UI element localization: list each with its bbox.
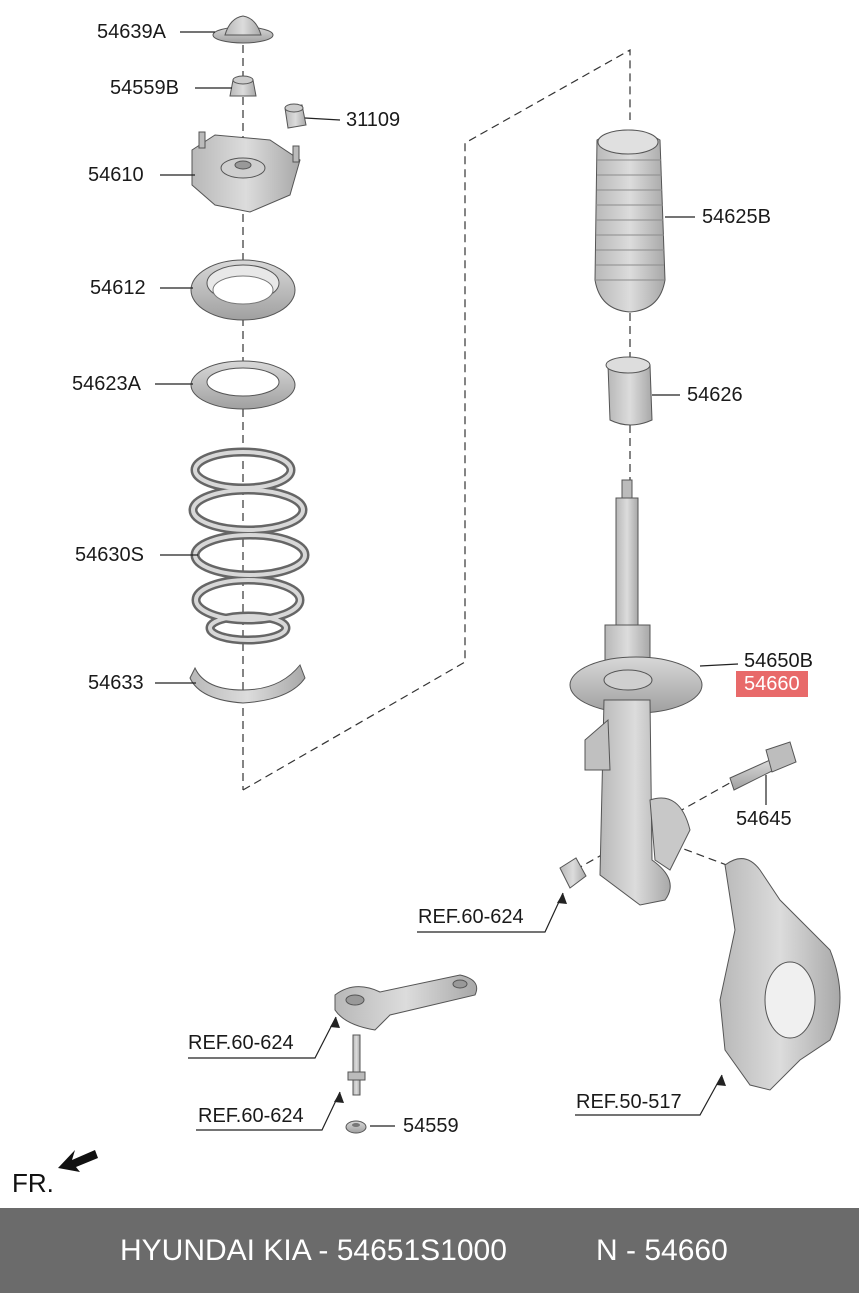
leader-arrows [330, 893, 726, 1103]
label-54610: 54610 [88, 164, 144, 186]
part-54639A-cap [212, 15, 274, 44]
part-54559-nut [345, 1120, 367, 1134]
label-54633: 54633 [88, 672, 144, 694]
footer-bar: HYUNDAI KIA - 54651S1000 N - 54660 [0, 1208, 859, 1293]
label-ref-60-624-stud: REF.60-624 [198, 1105, 304, 1127]
part-54626-bumpstop [605, 356, 653, 426]
label-54650B: 54650B [744, 650, 813, 672]
part-54630S-spring-highlight [191, 450, 307, 642]
guide-lines [242, 45, 741, 871]
label-ref-60-624-bracket: REF.60-624 [188, 1032, 294, 1054]
part-54633-seat [189, 664, 306, 704]
label-54630S: 54630S [75, 544, 144, 566]
part-54645-bolt [729, 741, 797, 791]
label-54559B: 54559B [110, 77, 179, 99]
part-54625B-boot [594, 129, 666, 313]
part-ref-stud [347, 1034, 366, 1096]
footer-number: N - 54660 [596, 1234, 728, 1267]
part-54650B-strut [569, 479, 703, 906]
part-54559B-nut [229, 75, 257, 97]
part-31109-nut [284, 103, 307, 129]
label-ref-50-517: REF.50-517 [576, 1091, 682, 1113]
front-direction-label: FR. [12, 1168, 54, 1198]
label-54639A: 54639A [97, 21, 166, 43]
label-54645: 54645 [736, 808, 792, 830]
label-ref-60-624-nut: REF.60-624 [418, 906, 524, 928]
part-54623A-pad [190, 360, 296, 410]
leader-lines [155, 31, 767, 1131]
label-54660-highlighted: 54660 [736, 671, 808, 697]
part-ref-knuckle [719, 858, 841, 1091]
label-54559: 54559 [403, 1115, 459, 1137]
part-54612-bearing [190, 259, 296, 321]
footer-brand-part: HYUNDAI KIA - 54651S1000 [120, 1234, 507, 1267]
label-31109: 31109 [346, 109, 401, 131]
label-54612: 54612 [90, 277, 146, 299]
label-54623A: 54623A [72, 373, 141, 395]
label-54625B: 54625B [702, 206, 771, 228]
part-54610-mount [191, 131, 301, 213]
front-direction-arrow-icon [58, 1150, 98, 1172]
label-54626: 54626 [687, 384, 743, 406]
part-ref-nut [559, 857, 587, 889]
exploded-parts-diagram [58, 15, 841, 1172]
part-ref-bracket [334, 974, 478, 1031]
